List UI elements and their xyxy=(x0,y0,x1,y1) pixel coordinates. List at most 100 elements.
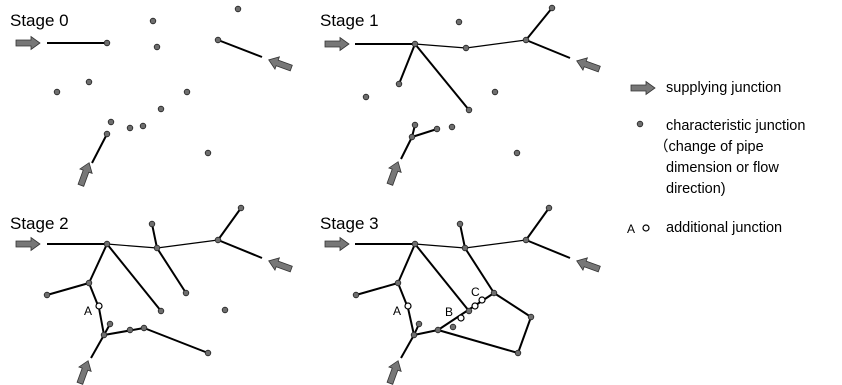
legend-additional-prefix: A xyxy=(627,222,636,236)
characteristic-junction-icon xyxy=(410,331,418,339)
pipe xyxy=(407,307,415,336)
characteristic-junction-icon xyxy=(53,88,61,96)
characteristic-junction-icon xyxy=(103,240,111,248)
pipe xyxy=(106,243,162,312)
stage-1-panel: Stage 1 xyxy=(320,4,602,187)
characteristic-junction-icon xyxy=(527,313,535,321)
pipe xyxy=(355,282,399,296)
characteristic-junction-icon xyxy=(395,80,403,88)
pipe xyxy=(91,133,108,164)
characteristic-junction-icon xyxy=(411,40,419,48)
characteristic-junction-icon xyxy=(43,291,51,299)
characteristic-junction-icon xyxy=(362,93,370,101)
supply-arrow-icon xyxy=(630,81,656,95)
pipe xyxy=(464,239,527,249)
legend-symbols xyxy=(630,81,656,232)
characteristic-junction-icon xyxy=(148,220,156,228)
characteristic-junction-icon xyxy=(85,78,93,86)
stage-1-title: Stage 1 xyxy=(320,11,379,30)
pipe xyxy=(156,239,219,249)
pipe xyxy=(525,239,571,259)
stage-3-title: Stage 3 xyxy=(320,214,379,233)
characteristic-junction-icon xyxy=(448,123,456,131)
legend-supplying-label: supplying junction xyxy=(666,80,782,96)
pipe xyxy=(493,292,532,318)
characteristic-junction-icon xyxy=(490,289,498,297)
characteristic-junction-icon xyxy=(85,279,93,287)
supply-arrow-icon xyxy=(266,53,294,75)
supply-arrow-icon xyxy=(383,159,405,187)
characteristic-junction-icon xyxy=(548,4,556,12)
legend-characteristic-line4: direction) xyxy=(666,181,726,197)
point-label-a: A xyxy=(84,304,92,318)
stage-2-title: Stage 2 xyxy=(10,214,69,233)
characteristic-junction-icon xyxy=(522,36,530,44)
characteristic-junction-icon xyxy=(434,326,442,334)
characteristic-junction-icon xyxy=(411,240,419,248)
characteristic-junction-icon xyxy=(139,122,147,130)
pipe xyxy=(90,334,105,359)
characteristic-junction-icon xyxy=(394,279,402,287)
additional-junction-icon xyxy=(471,302,479,310)
characteristic-junction-icon xyxy=(103,39,111,47)
additional-junction-icon xyxy=(642,224,650,232)
stage-2-panel: Stage 2 xyxy=(10,204,294,385)
additional-junction-icon xyxy=(457,314,465,322)
characteristic-junction-icon xyxy=(545,204,553,212)
characteristic-junction-icon xyxy=(237,204,245,212)
characteristic-junction-icon xyxy=(140,324,148,332)
stage-0-title: Stage 0 xyxy=(10,11,69,30)
characteristic-junction-icon xyxy=(214,236,222,244)
characteristic-junction-icon xyxy=(107,118,115,126)
characteristic-junction-icon xyxy=(411,121,419,129)
point-label-c: C xyxy=(471,285,480,299)
pipe xyxy=(398,43,416,85)
characteristic-junction-icon xyxy=(514,349,522,357)
pipe xyxy=(525,7,553,41)
pipe xyxy=(106,243,158,249)
legend-additional-label: additional junction xyxy=(666,220,783,236)
characteristic-junction-icon xyxy=(352,291,360,299)
characteristic-junction-icon xyxy=(214,36,222,44)
characteristic-junction-icon xyxy=(204,349,212,357)
characteristic-junction-icon xyxy=(408,133,416,141)
pipe xyxy=(217,239,263,259)
pipe xyxy=(88,243,108,284)
pipe xyxy=(400,334,415,359)
pipe xyxy=(414,243,470,312)
characteristic-junction-icon xyxy=(157,105,165,113)
characteristic-junction-icon xyxy=(449,323,457,331)
additional-junction-icon xyxy=(95,302,103,310)
characteristic-junction-icon xyxy=(415,320,423,328)
pipe xyxy=(217,39,263,58)
pipe xyxy=(517,316,532,354)
characteristic-junction-icon xyxy=(103,130,111,138)
characteristic-junction-icon xyxy=(234,5,242,13)
characteristic-junction-icon xyxy=(636,120,644,128)
characteristic-junction-icon xyxy=(461,244,469,252)
pipe xyxy=(414,43,467,49)
pipe xyxy=(525,39,571,59)
characteristic-junction-icon xyxy=(221,306,229,314)
pipe xyxy=(437,329,519,354)
legend-characteristic-line2: （change of pipe xyxy=(654,139,764,155)
point-label-b: B xyxy=(445,305,453,319)
pipe xyxy=(397,243,416,284)
characteristic-junction-icon xyxy=(433,125,441,133)
characteristic-junction-icon xyxy=(522,236,530,244)
pipe xyxy=(46,282,90,296)
point-label-a: A xyxy=(393,304,401,318)
pipe xyxy=(459,223,466,249)
pipe xyxy=(414,243,466,249)
supply-arrow-icon xyxy=(266,254,294,276)
characteristic-junction-icon xyxy=(126,124,134,132)
characteristic-junction-icon xyxy=(456,220,464,228)
supply-arrow-icon xyxy=(73,358,95,385)
pipe xyxy=(103,327,145,336)
characteristic-junction-icon xyxy=(462,44,470,52)
supply-arrow-icon xyxy=(324,237,350,251)
characteristic-junction-icon xyxy=(153,244,161,252)
characteristic-junction-icon xyxy=(149,17,157,25)
characteristic-junction-icon xyxy=(106,320,114,328)
supply-arrow-icon xyxy=(324,37,350,51)
